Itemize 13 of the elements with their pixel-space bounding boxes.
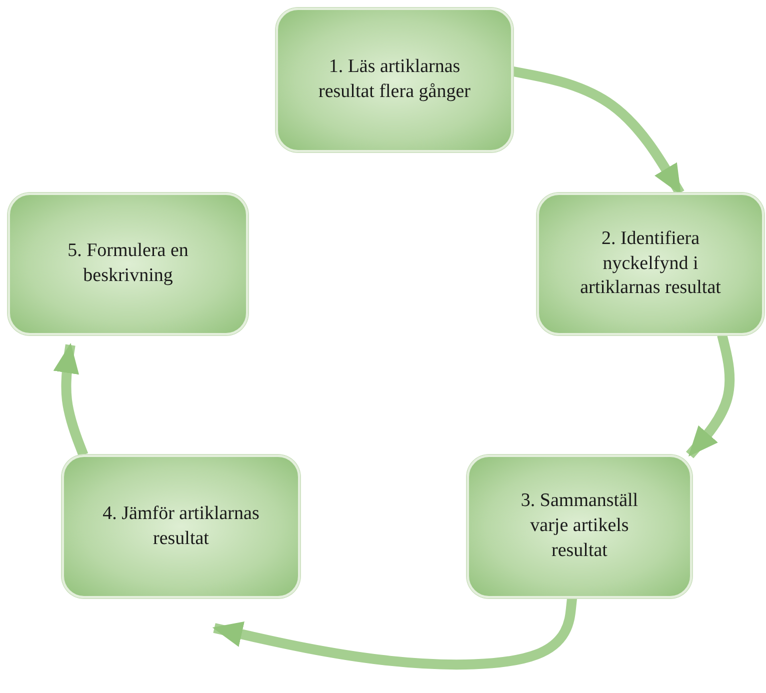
process-box <box>276 8 513 152</box>
step-text: 5. Formulera en beskrivning <box>66 239 190 288</box>
curved-arrow <box>686 334 735 458</box>
process-box <box>537 193 764 335</box>
process-box <box>62 455 300 598</box>
curved-arrow <box>212 597 578 670</box>
step-text: 4. Jämför artiklarnas resultat <box>102 502 260 550</box>
step-text: 1. Läs artiklarnas resultat flera gånger <box>318 55 472 104</box>
step-text: 2. Identifiera nyckelfynd i artiklarnas resultat <box>579 226 722 300</box>
step-text: 3. Sammanställ varje artikels resultat <box>520 489 640 563</box>
process-box <box>8 193 248 335</box>
process-box <box>467 455 692 598</box>
curved-arrow <box>53 343 88 457</box>
